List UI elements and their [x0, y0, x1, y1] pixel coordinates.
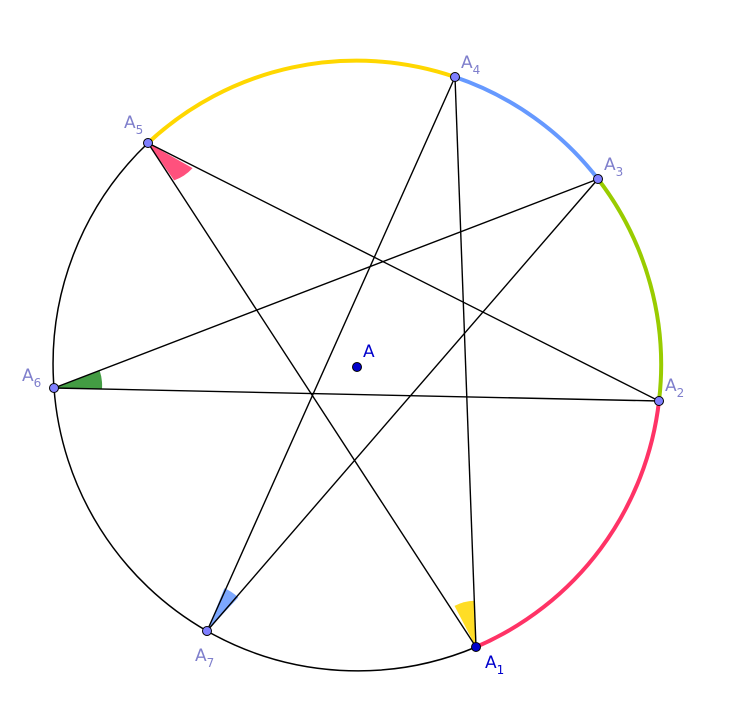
chords — [53, 76, 660, 648]
chord-a7-a3 — [206, 178, 599, 632]
labels: A A1 A2 A3 A4 A5 A6 A7 — [22, 53, 684, 677]
arc-a4-a5 — [146, 58, 457, 145]
circle-arcs — [52, 142, 477, 672]
angle-marker-a1 — [454, 600, 476, 647]
label-a4: A4 — [461, 53, 480, 77]
chord-a5-a1 — [147, 142, 477, 648]
angle-marker-a6 — [54, 371, 103, 389]
point-a7[interactable] — [202, 626, 212, 636]
label-a3: A3 — [604, 155, 623, 179]
point-center[interactable] — [352, 362, 362, 372]
arc-a5-a6 — [52, 142, 149, 389]
chord-a6-a2 — [53, 387, 660, 402]
angle-marker-a7 — [207, 588, 239, 631]
arc-a1-a2 — [474, 399, 661, 649]
colored-arcs — [146, 58, 664, 649]
label-center: A — [363, 342, 375, 362]
arc-a7-a1 — [206, 630, 477, 672]
label-a1: A1 — [485, 653, 504, 677]
label-a2: A2 — [665, 376, 684, 400]
label-a5: A5 — [124, 113, 143, 137]
point-a6[interactable] — [49, 383, 59, 393]
angle-marker-a5 — [148, 143, 193, 181]
arc-a6-a7 — [53, 387, 208, 632]
arc-a2-a3 — [596, 177, 664, 403]
arc-a3-a4 — [453, 75, 600, 181]
points — [49, 72, 664, 652]
point-a2[interactable] — [654, 396, 664, 406]
point-a4[interactable] — [450, 72, 460, 82]
point-a1[interactable] — [471, 642, 481, 652]
chord-a1-a4 — [454, 76, 477, 648]
label-a7: A7 — [195, 646, 214, 670]
angle-markers — [54, 143, 476, 647]
chord-a4-a7 — [206, 76, 456, 632]
point-a5[interactable] — [143, 138, 153, 148]
chord-a3-a6 — [53, 178, 599, 389]
point-a3[interactable] — [593, 174, 603, 184]
chord-a2-a5 — [147, 142, 660, 402]
label-a6: A6 — [22, 366, 41, 390]
